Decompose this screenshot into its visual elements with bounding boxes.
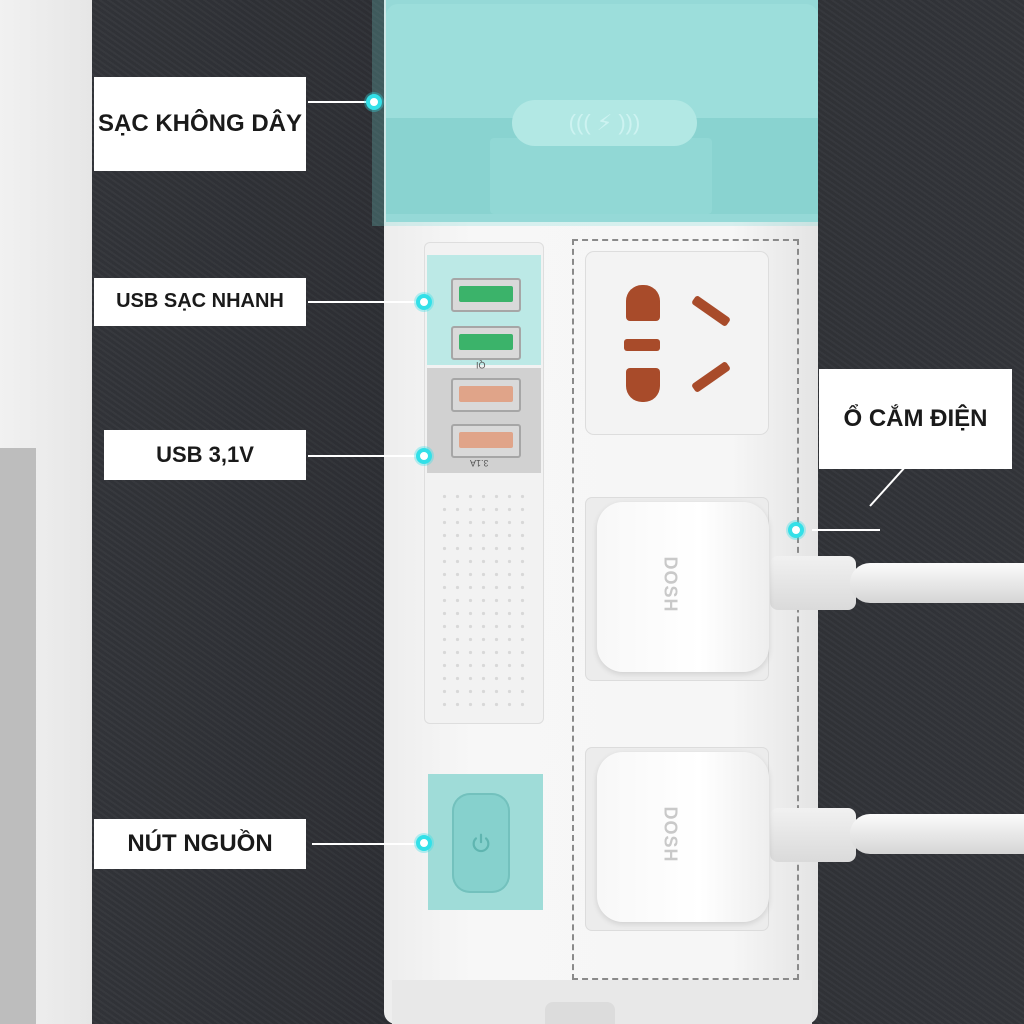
power-cable-1 [850, 563, 1024, 603]
leader-wireless [308, 101, 376, 103]
plug-brand-2: DOSH [660, 806, 681, 863]
usb-31-port-2 [451, 424, 521, 458]
leader-socket-horizontal [812, 529, 880, 531]
socket-hole-top [626, 285, 660, 321]
plug-sleeve-1 [770, 556, 856, 610]
marker-socket [788, 522, 804, 538]
leader-power [312, 843, 418, 845]
usb-31-port-1 [451, 378, 521, 412]
marker-usb-31 [416, 448, 432, 464]
power-switch[interactable] [452, 793, 510, 893]
power-icon [472, 833, 490, 853]
socket-hole-mid [624, 339, 660, 351]
leader-usb-31 [308, 455, 418, 457]
label-wireless-charging: SẠC KHÔNG DÂY [94, 77, 306, 171]
wireless-symbol: ((( ⚡ ))) [568, 110, 641, 135]
label-socket: Ổ CẮM ĐIỆN [819, 369, 1012, 469]
qc-tag: QI [476, 360, 486, 370]
vent-grille [438, 490, 532, 710]
label-power-button: NÚT NGUỒN [94, 819, 306, 869]
power-cable-2 [850, 814, 1024, 854]
usb-current-tag: 3.1A [470, 458, 489, 468]
wireless-highlight [372, 0, 818, 226]
wall-shadow [0, 448, 36, 1024]
marker-usb-fast [416, 294, 432, 310]
usb-fast-port-1 [451, 278, 521, 312]
plug-2 [597, 752, 769, 922]
leader-usb-fast [308, 301, 418, 303]
wireless-pad-slot [490, 138, 712, 214]
label-usb-fast: USB SẠC NHANH [94, 278, 306, 326]
plug-sleeve-2 [770, 808, 856, 862]
label-usb-31: USB 3,1V [104, 430, 306, 480]
plug-brand-1: DOSH [660, 556, 681, 613]
marker-wireless [366, 94, 382, 110]
power-strip-tip [545, 1002, 615, 1024]
plug-1 [597, 502, 769, 672]
usb-fast-port-2 [451, 326, 521, 360]
wireless-charge-icon: ((( ⚡ ))) [512, 100, 697, 146]
marker-power [416, 835, 432, 851]
socket-hole-bottom [626, 368, 660, 402]
universal-socket [586, 252, 768, 434]
